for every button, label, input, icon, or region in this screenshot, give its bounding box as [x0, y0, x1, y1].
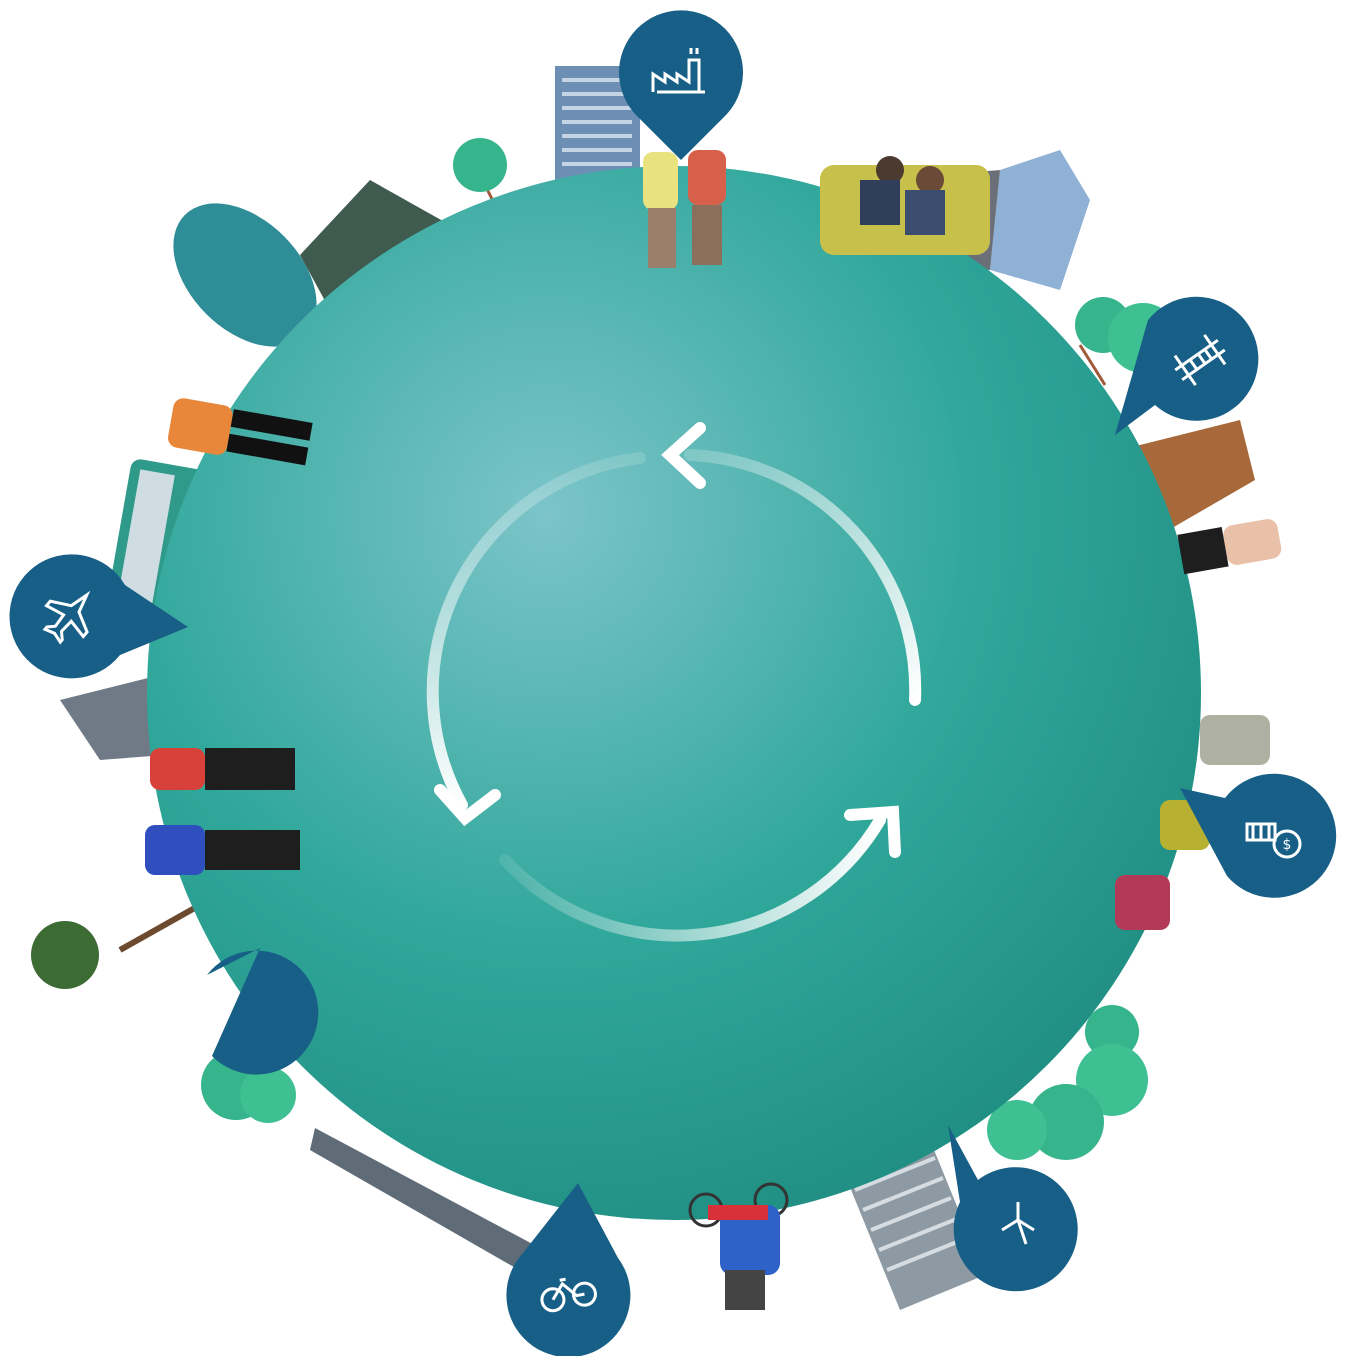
pin-factory[interactable]	[619, 10, 743, 160]
pin-water[interactable]	[133, 948, 319, 1075]
globe-circle	[147, 166, 1201, 1220]
water-waves-icon	[133, 994, 191, 1042]
scenery-people	[145, 150, 1282, 1310]
category-pins: $	[9, 10, 1337, 1356]
factory-icon	[651, 48, 705, 94]
pin-money[interactable]: $	[1180, 773, 1337, 898]
pin-airplane[interactable]	[9, 554, 189, 679]
pin-bridge[interactable]	[1115, 296, 1259, 435]
pin-wind-turbine[interactable]	[948, 1125, 1078, 1292]
svg-text:$: $	[1283, 837, 1292, 853]
money-icon: $	[1245, 822, 1302, 859]
cycle-arrows-icon	[426, 422, 922, 942]
bridge-icon	[1173, 334, 1227, 386]
wind-turbine-icon	[1001, 1202, 1035, 1245]
airplane-icon	[42, 590, 91, 645]
bicycle-icon	[540, 1277, 597, 1313]
pin-bicycle[interactable]	[506, 1183, 631, 1356]
